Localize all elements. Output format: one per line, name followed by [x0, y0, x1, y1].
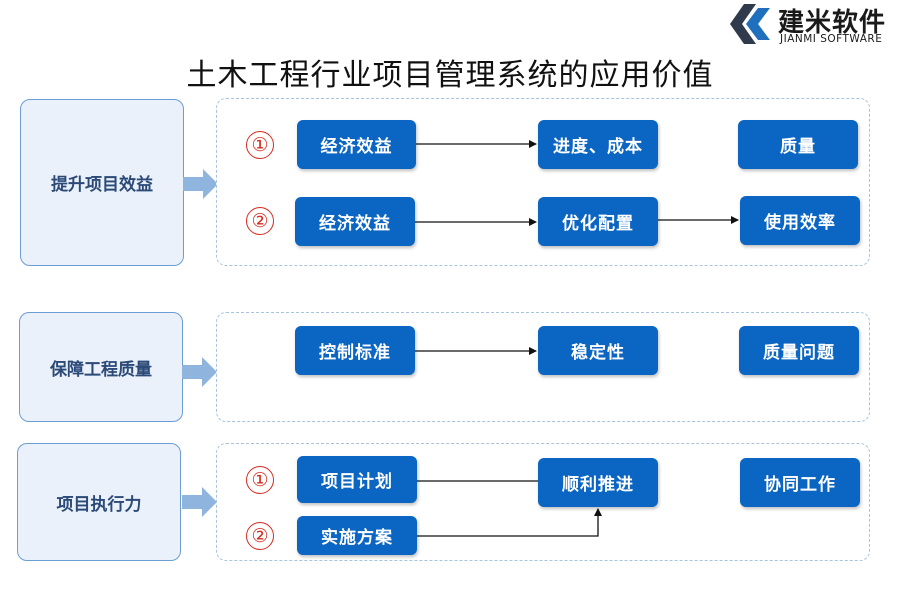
- node-schedule-cost: 进度、成本: [538, 120, 658, 169]
- category-project-execution: 项目执行力: [17, 443, 181, 561]
- node-smooth-progress: 顺利推进: [538, 458, 658, 507]
- category-boost-benefits: 提升项目效益: [20, 99, 184, 266]
- node-project-plan: 项目计划: [297, 456, 417, 503]
- brand-logo: 建米软件 JIANMI SOFTWARE: [726, 2, 898, 46]
- node-stability: 稳定性: [538, 326, 658, 375]
- row-marker-2: ②: [246, 522, 274, 550]
- brand-name-cn: 建米软件: [778, 8, 887, 38]
- page-title: 土木工程行业项目管理系统的应用价值: [186, 58, 714, 93]
- node-usage-efficiency: 使用效率: [740, 196, 860, 245]
- node-economic-benefit-2: 经济效益: [295, 197, 415, 246]
- node-collaboration: 协同工作: [740, 458, 860, 507]
- node-quality-issues: 质量问题: [739, 326, 859, 375]
- row-marker-1: ①: [246, 466, 274, 494]
- right-arrow-icon: [182, 487, 217, 517]
- node-optimized-allocation: 优化配置: [538, 197, 658, 246]
- node-quality: 质量: [738, 120, 858, 169]
- right-arrow-icon: [183, 169, 218, 199]
- right-arrow-icon: [182, 357, 217, 387]
- row-marker-1: ①: [246, 131, 274, 159]
- node-implementation-plan: 实施方案: [297, 516, 417, 555]
- node-control-standards: 控制标准: [295, 326, 415, 375]
- node-economic-benefit-1: 经济效益: [297, 120, 416, 169]
- jianmi-logo-icon: [730, 4, 770, 44]
- row-marker-2: ②: [246, 207, 274, 235]
- category-ensure-quality: 保障工程质量: [19, 312, 183, 422]
- brand-name-en: JIANMI SOFTWARE: [780, 33, 883, 45]
